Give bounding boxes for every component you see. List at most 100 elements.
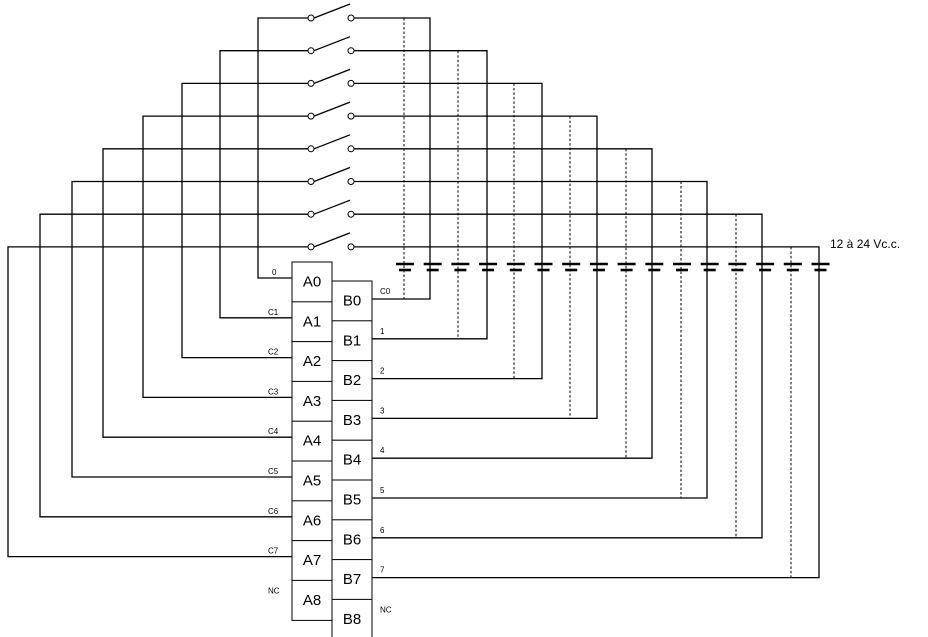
switch-contact-left	[307, 112, 315, 120]
switch-blade	[313, 68, 351, 85]
terminal-box	[291, 261, 333, 303]
wire-left-1	[219, 50, 311, 319]
a-wire-label: 0	[272, 268, 277, 277]
terminal-a5: A5	[291, 460, 333, 502]
switch-contact-left	[307, 243, 315, 251]
a-wire-label: C7	[268, 547, 279, 556]
switch-contact-right	[347, 145, 355, 153]
wire-right-3	[354, 115, 598, 420]
labels: 12 à 24 Vc.c. 0C1C2C3C4C5C6C7NCC01234567…	[268, 237, 900, 614]
wire-left-0	[257, 17, 311, 279]
battery-cell	[451, 262, 470, 272]
terminal-a7: A7	[291, 540, 333, 582]
b-wire-label: C0	[380, 287, 391, 296]
a-wire-label: NC	[268, 586, 280, 595]
terminal-label: B0	[343, 293, 361, 310]
a-wire-label: C1	[268, 308, 279, 317]
battery-cell	[506, 262, 525, 272]
b-wire-label: 4	[380, 446, 385, 455]
terminal-label: A1	[303, 313, 321, 330]
b-wire-label: 6	[380, 526, 385, 535]
terminal-b7: B7	[331, 559, 373, 601]
switch-blade	[313, 199, 351, 215]
terminal-a6: A6	[291, 500, 333, 542]
switch-3	[307, 101, 355, 120]
terminal-box	[331, 598, 373, 637]
battery-cell	[423, 262, 442, 272]
terminal-a1: A1	[291, 301, 333, 343]
b-wire-label: 7	[380, 566, 385, 575]
switch-2	[307, 68, 355, 87]
terminal-box	[291, 420, 333, 462]
battery-cell	[645, 262, 664, 272]
terminal-label: B1	[343, 332, 361, 349]
terminal-box	[291, 579, 333, 621]
terminal-box	[331, 399, 373, 441]
switch-contact-right	[347, 47, 355, 55]
terminal-label: B2	[343, 372, 361, 389]
battery-cell	[673, 262, 691, 272]
switch-blade	[313, 134, 351, 150]
battery-cell	[534, 262, 553, 272]
terminal-b4: B4	[331, 439, 373, 481]
b-wire-label: 2	[380, 367, 385, 376]
battery	[396, 262, 830, 272]
wires	[7, 17, 820, 579]
terminal-a3: A3	[291, 380, 333, 422]
switches	[307, 3, 355, 251]
battery-cell	[700, 262, 719, 272]
switch-contact-left	[307, 178, 315, 185]
switch-0	[307, 3, 355, 22]
terminal-box	[291, 341, 333, 383]
terminal-box	[331, 559, 373, 601]
terminal-box	[291, 540, 333, 582]
supply-voltage-label: 12 à 24 Vc.c.	[830, 237, 900, 251]
terminal-box	[291, 380, 333, 422]
wire-right-1	[354, 50, 488, 340]
terminal-label: B4	[343, 452, 361, 469]
switch-blade	[313, 3, 351, 19]
terminal-a2: A2	[291, 341, 333, 383]
terminal-box	[331, 439, 373, 481]
switch-blade	[313, 232, 351, 248]
b-wire-label: 1	[380, 327, 385, 336]
terminal-label: B7	[343, 571, 361, 588]
terminal-label: B5	[343, 492, 361, 509]
terminal-a0: A0	[291, 261, 333, 303]
battery-cell	[728, 262, 747, 272]
a-wire-label: C2	[268, 348, 279, 357]
switch-contact-right	[347, 178, 355, 185]
terminal-b5: B5	[331, 479, 373, 521]
battery-cell	[756, 262, 775, 272]
terminal-b2: B2	[331, 360, 373, 402]
battery-cell	[396, 262, 414, 272]
wire-right-5	[354, 180, 708, 499]
wire-right-6	[354, 213, 763, 539]
switch-contact-right	[347, 112, 355, 120]
wire-left-2	[181, 82, 311, 359]
switch-blade	[313, 36, 351, 52]
terminal-box	[331, 320, 373, 362]
terminal-b6: B6	[331, 519, 373, 561]
switch-contact-right	[347, 243, 355, 251]
switch-contact-left	[307, 145, 315, 153]
switch-blade	[313, 101, 351, 117]
wire-left-5	[71, 180, 311, 478]
a-wire-label: C6	[268, 507, 279, 516]
switch-contact-right	[347, 210, 355, 218]
terminal-label: A4	[303, 433, 321, 450]
battery-cell	[589, 262, 608, 272]
terminal-box	[331, 360, 373, 402]
switch-contact-right	[347, 14, 355, 22]
switch-contact-right	[347, 79, 355, 87]
terminal-label: A5	[303, 473, 321, 490]
battery-cell	[562, 262, 581, 272]
battery-cell	[617, 262, 636, 272]
battery-cell	[479, 262, 498, 272]
terminal-box	[331, 479, 373, 521]
terminal-a8: A8	[291, 579, 333, 621]
switch-blade	[313, 166, 351, 183]
battery-cell	[783, 262, 802, 272]
